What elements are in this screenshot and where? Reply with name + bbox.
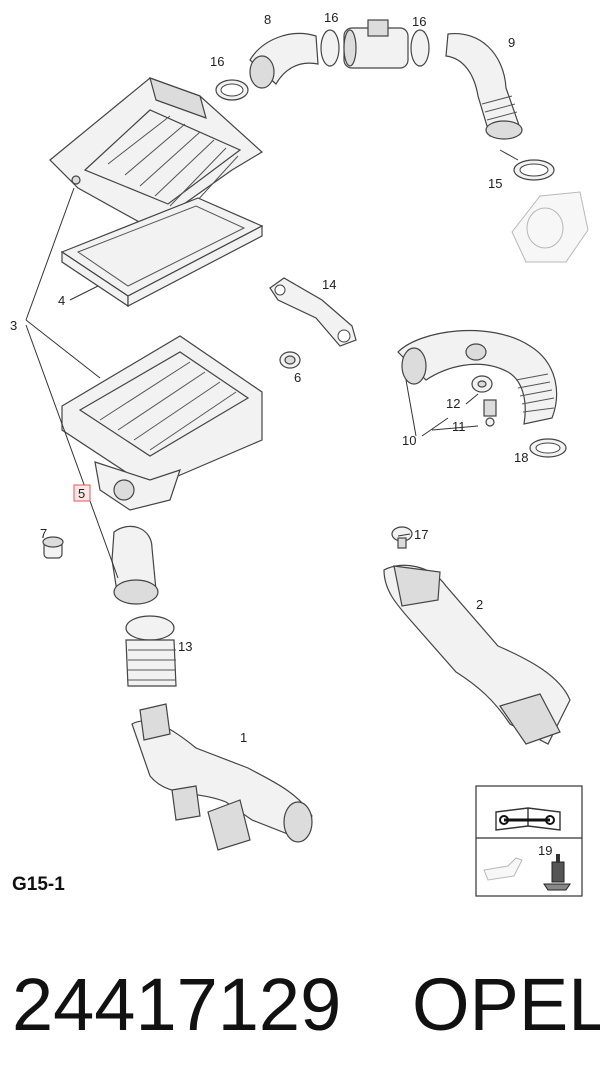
callout-15: 15 [488, 176, 502, 191]
wrench-icon [499, 815, 555, 825]
mass-air-flow-meter [343, 19, 409, 69]
air-filter-element [60, 197, 264, 308]
air-duct-1 [131, 703, 313, 851]
callouts: 1 2 3 4 5 6 7 8 9 10 11 12 13 14 15 16 1… [10, 10, 528, 745]
callout-1: 1 [240, 730, 247, 745]
grommet-6 [279, 351, 301, 369]
callout-4: 4 [58, 293, 65, 308]
callout-18: 18 [514, 450, 528, 465]
intake-hose-9 [445, 32, 523, 140]
footer: 24417129 OPEL [0, 955, 600, 1065]
callout-9: 9 [508, 35, 515, 50]
brand-name: OPEL [412, 963, 600, 1046]
part-number: 24417129 [12, 963, 342, 1046]
bracket-14 [269, 277, 357, 347]
leader-lines [25, 149, 519, 579]
callout-10: 10 [402, 433, 416, 448]
callout-12: 12 [446, 396, 460, 411]
page-code: G15-1 [12, 874, 65, 895]
callout-14: 14 [322, 277, 336, 292]
fitting-7 [42, 536, 64, 559]
oil-can-icon [483, 857, 523, 881]
callout-16-middle: 16 [324, 10, 338, 25]
inlet-hose [111, 525, 159, 605]
valve-11 [483, 399, 497, 427]
bellows-13 [125, 615, 177, 687]
hose-clamp-18 [529, 438, 567, 458]
air-cleaner-lower-housing [61, 335, 263, 511]
callout-3: 3 [10, 318, 17, 333]
resonator-duct-10 [397, 330, 558, 425]
sensor-icon [543, 854, 571, 891]
clip-17 [391, 526, 413, 549]
callout-13: 13 [178, 639, 192, 654]
callout-16-left: 16 [210, 54, 224, 69]
air-cleaner-upper-housing [49, 77, 264, 229]
callout-6: 6 [294, 370, 301, 385]
hose-clamps-16 [215, 29, 430, 101]
grommet-12 [471, 375, 493, 393]
hose-clamp-15 [513, 159, 555, 181]
throttle-body-reference [511, 191, 589, 263]
callout-5-highlight [73, 484, 91, 502]
service-info-box: 19 [475, 785, 583, 897]
callout-5: 5 [78, 486, 85, 501]
callout-17: 17 [414, 527, 428, 542]
callout-19: 19 [538, 843, 552, 858]
air-duct-2 [383, 564, 571, 745]
intake-hose-8 [249, 32, 319, 89]
callout-8: 8 [264, 12, 271, 27]
callout-2: 2 [476, 597, 483, 612]
callout-11: 11 [452, 419, 466, 434]
callout-16-right: 16 [412, 14, 426, 29]
callout-7: 7 [40, 526, 47, 541]
